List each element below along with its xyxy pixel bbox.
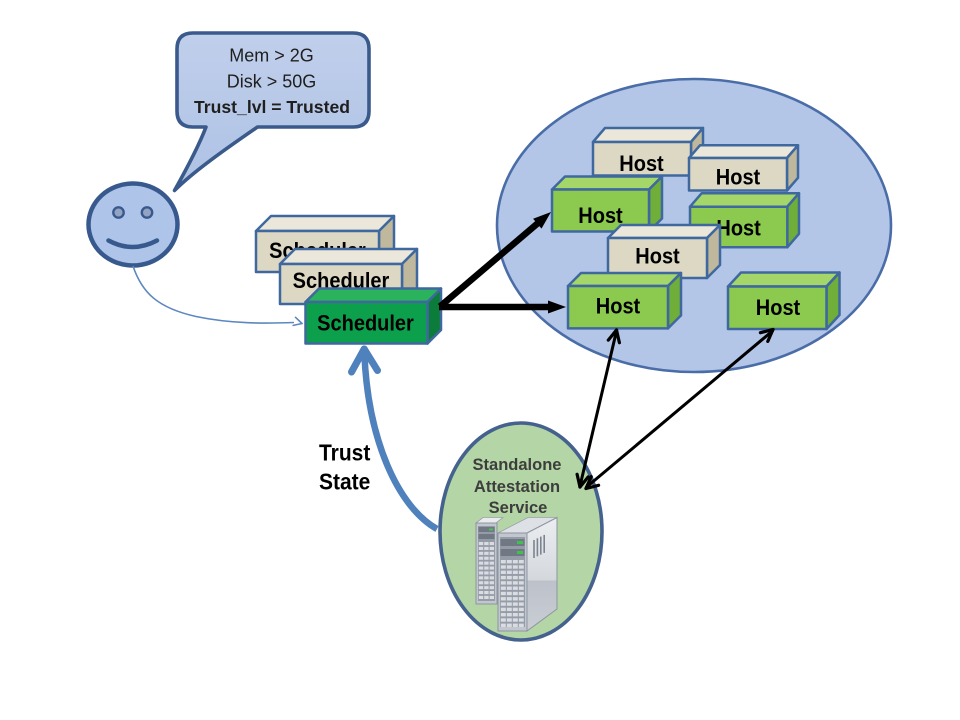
svg-text:Service: Service [489,499,548,517]
svg-text:Mem > 2G: Mem > 2G [229,46,314,66]
svg-text:Trust_lvl = Trusted: Trust_lvl = Trusted [194,97,350,117]
svg-text:Host: Host [635,244,679,268]
svg-text:Scheduler: Scheduler [317,312,414,336]
svg-text:Host: Host [716,217,760,241]
svg-text:Trust: Trust [319,439,371,465]
svg-text:Attestation: Attestation [474,478,560,496]
svg-text:State: State [319,469,370,495]
svg-text:Host: Host [578,204,622,228]
svg-text:Disk > 50G: Disk > 50G [227,72,317,92]
svg-text:Host: Host [596,294,640,318]
svg-text:Host: Host [756,296,800,320]
svg-text:Host: Host [619,152,663,176]
svg-text:Standalone: Standalone [473,456,562,474]
svg-text:Host: Host [716,166,760,190]
